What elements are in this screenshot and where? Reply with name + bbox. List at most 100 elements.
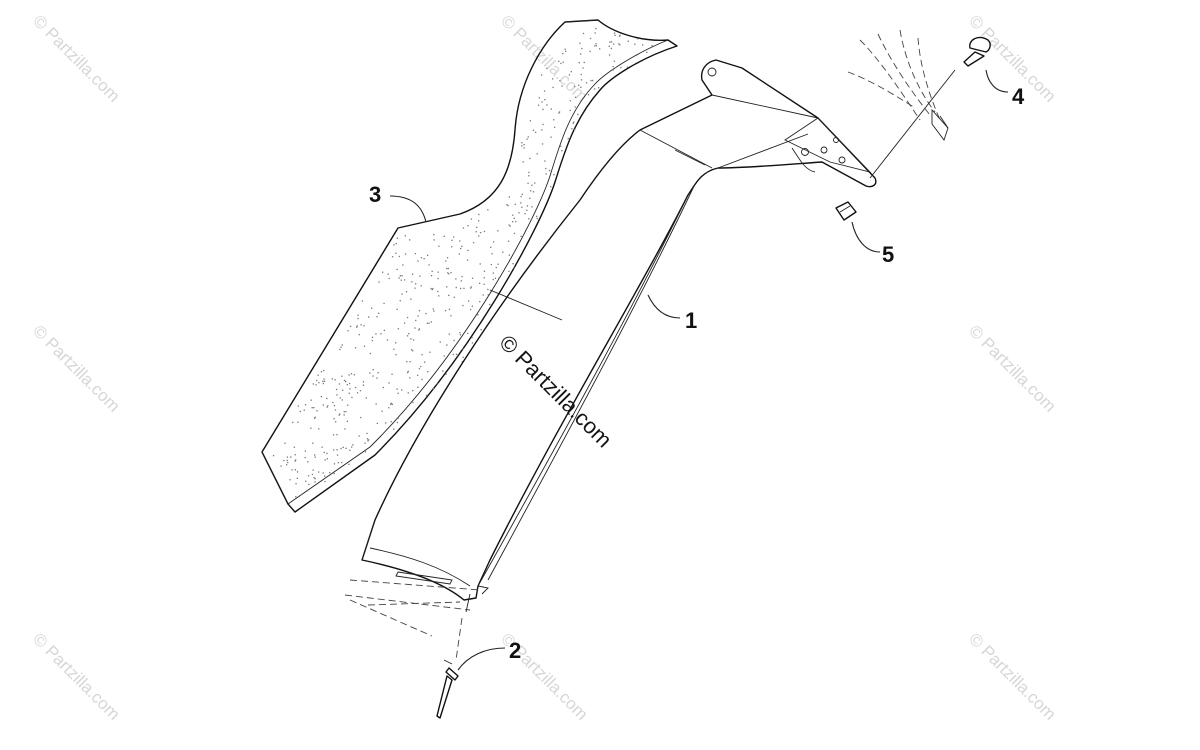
foam-speck — [618, 35, 621, 37]
foam-speck — [553, 174, 555, 176]
foam-speck — [513, 232, 516, 235]
foam-speck — [461, 245, 463, 247]
foam-speck — [383, 302, 385, 305]
foam-speck — [598, 87, 600, 89]
foam-speck — [453, 339, 455, 342]
foam-speck — [331, 378, 333, 380]
foam-speck — [377, 372, 379, 374]
foam-speck — [578, 62, 580, 64]
foam-speck — [497, 263, 499, 265]
foam-speck — [341, 461, 343, 464]
foam-speck — [294, 460, 296, 462]
foam-speck — [558, 112, 560, 114]
foam-speck — [307, 475, 310, 477]
foam-speck — [381, 410, 383, 412]
foam-speck — [651, 45, 653, 47]
foam-speck — [618, 43, 620, 45]
foam-speck — [531, 184, 533, 186]
foam-speck — [470, 218, 473, 220]
foam-speck — [410, 298, 412, 300]
foam-speck — [272, 455, 275, 457]
foam-speck — [531, 206, 533, 208]
foam-speck — [316, 379, 318, 382]
foam-speck — [314, 456, 316, 458]
mounting-surface-bottom — [344, 579, 481, 661]
foam-speck — [426, 322, 428, 324]
foam-speck — [529, 157, 531, 160]
foam-speck — [371, 307, 373, 309]
foam-speck — [637, 38, 639, 40]
foam-speck — [299, 410, 301, 413]
foam-speck — [311, 407, 313, 409]
foam-speck — [582, 32, 585, 35]
foam-speck — [574, 85, 576, 88]
foam-speck — [470, 308, 472, 311]
foam-speck — [513, 252, 515, 254]
foam-speck — [395, 354, 397, 356]
foam-speck — [476, 226, 478, 229]
foam-speck — [541, 101, 543, 103]
foam-speck — [545, 173, 547, 175]
foam-speck — [529, 197, 531, 199]
foam-speck — [556, 153, 558, 155]
foam-speck — [385, 422, 387, 424]
foam-speck — [436, 383, 438, 385]
foam-speck — [550, 108, 552, 110]
foam-speck — [542, 123, 544, 126]
foam-speck — [348, 463, 350, 465]
foam-speck — [447, 267, 449, 270]
nut-part — [835, 201, 857, 221]
center-watermark: © Partzilla.com — [494, 330, 617, 453]
foam-speck — [573, 121, 575, 123]
foam-speck — [541, 143, 544, 145]
foam-speck — [292, 421, 294, 424]
foam-speck — [341, 399, 343, 401]
watermark-tile: © Partzilla.com — [29, 11, 123, 105]
foam-speck — [347, 330, 349, 332]
foam-speck — [582, 67, 584, 69]
foam-speck — [323, 380, 326, 382]
foam-speck — [483, 230, 486, 233]
foam-speck — [577, 113, 579, 116]
foam-speck — [322, 404, 324, 406]
foam-speck — [523, 147, 525, 149]
foam-speck — [390, 402, 392, 404]
foam-speck — [352, 444, 354, 446]
foam-speck — [371, 336, 374, 338]
foam-speck — [391, 373, 393, 375]
foam-speck — [405, 291, 408, 293]
foam-speck — [345, 380, 347, 383]
foam-speck — [446, 267, 448, 270]
foam-speck — [409, 239, 411, 241]
foam-speck — [414, 287, 416, 289]
foam-speck — [448, 294, 450, 296]
foam-speck — [397, 417, 399, 419]
foam-speck — [642, 44, 644, 46]
foam-speck — [544, 99, 546, 101]
foam-speck — [460, 247, 462, 250]
foam-speck — [448, 308, 451, 310]
foam-speck — [364, 442, 366, 444]
foam-speck — [286, 456, 288, 458]
foam-speck — [480, 329, 482, 331]
foam-speck — [561, 85, 563, 87]
foam-speck — [520, 202, 522, 204]
foam-speck — [305, 480, 307, 482]
foam-speck — [515, 220, 517, 223]
foam-speck — [508, 224, 510, 226]
foam-speck — [341, 344, 343, 346]
foam-speck — [371, 339, 373, 342]
foam-speck — [532, 191, 535, 193]
foam-speck — [417, 315, 419, 317]
foam-speck — [433, 310, 435, 312]
watermark-tile: © Partzilla.com — [965, 629, 1059, 723]
foam-speck — [589, 50, 591, 53]
foam-speck — [528, 171, 530, 174]
foam-speck — [619, 34, 621, 36]
foam-speck — [508, 254, 510, 256]
foam-speck — [353, 374, 355, 376]
foam-speck — [427, 254, 429, 256]
foam-speck — [615, 67, 617, 69]
foam-speck — [335, 421, 337, 423]
foam-speck — [362, 384, 364, 386]
